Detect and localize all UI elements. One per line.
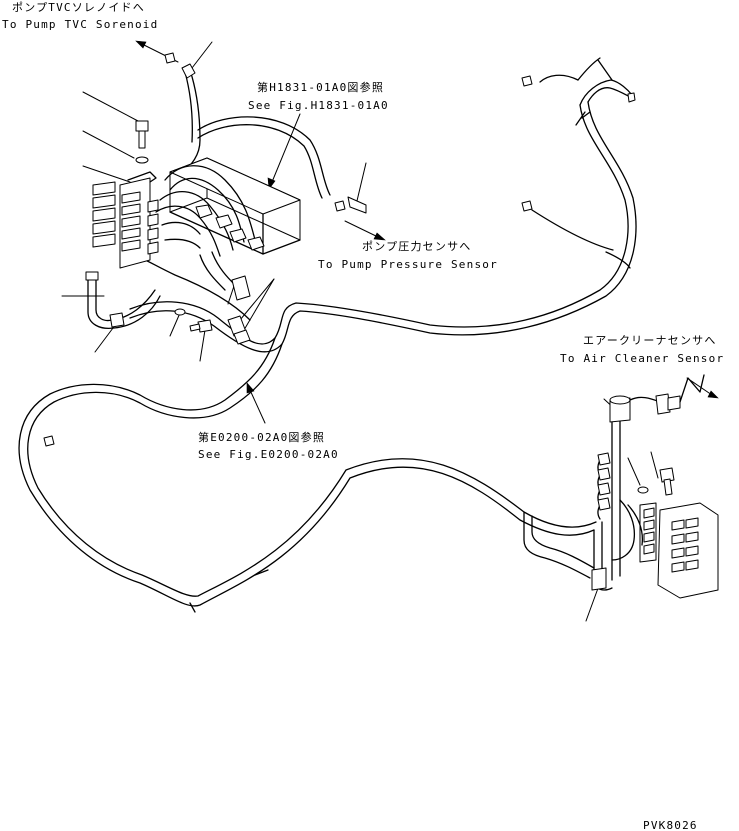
washer-upper-left xyxy=(135,156,149,164)
right-sub-harness xyxy=(591,374,719,599)
bolt-right xyxy=(659,467,675,496)
bolt-lower-left xyxy=(189,319,213,333)
air-cleaner-label-en: To Air Cleaner Sensor xyxy=(560,352,724,365)
connector-upper-right xyxy=(521,75,533,87)
grommet-middle xyxy=(231,275,251,301)
clamp-middle xyxy=(227,315,251,345)
fig-h1831-label-jp: 第H1831-01A0図参照 xyxy=(257,80,384,94)
washer-right xyxy=(637,486,649,494)
pump-pressure-label-en: To Pump Pressure Sensor xyxy=(318,258,498,271)
fig-e0200-label-en: See Fig.E0200-02A0 xyxy=(198,448,339,461)
leader-arrow-pump-pressure xyxy=(344,220,386,241)
left-connector-block xyxy=(85,171,161,330)
leader-arrow-fig-e0200 xyxy=(246,382,266,424)
clip-pump-tvc xyxy=(181,63,196,79)
main-harness xyxy=(18,57,637,613)
drawing-code: PVK8026 xyxy=(643,819,698,831)
pump-tvc-label-en: To Pump TVC Sorenoid xyxy=(2,18,158,31)
clip-pump-pressure xyxy=(347,196,367,214)
pump-tvc-label-jp: ポンプTVCソレノイドへ xyxy=(12,1,145,14)
bolt-upper-left xyxy=(135,120,149,149)
washer-lower-left xyxy=(174,308,186,316)
part-leader-lines xyxy=(61,41,659,622)
fig-e0200-label-jp: 第E0200-02A0図参照 xyxy=(198,430,325,444)
air-cleaner-label-jp: エアークリーナセンサへ xyxy=(583,334,717,347)
left-upper-harness xyxy=(144,69,331,321)
leader-arrow-fig-h1831 xyxy=(267,113,301,190)
pump-pressure-label-jp: ポンプ圧力センサへ xyxy=(362,240,471,253)
clamp-lower-left xyxy=(109,312,125,328)
connector-far-left xyxy=(43,435,55,447)
connector-right xyxy=(521,200,533,212)
fig-h1831-label-en: See Fig.H1831-01A0 xyxy=(248,99,389,112)
connector-pump-pressure xyxy=(334,200,346,212)
connector-pump-tvc xyxy=(164,52,176,64)
